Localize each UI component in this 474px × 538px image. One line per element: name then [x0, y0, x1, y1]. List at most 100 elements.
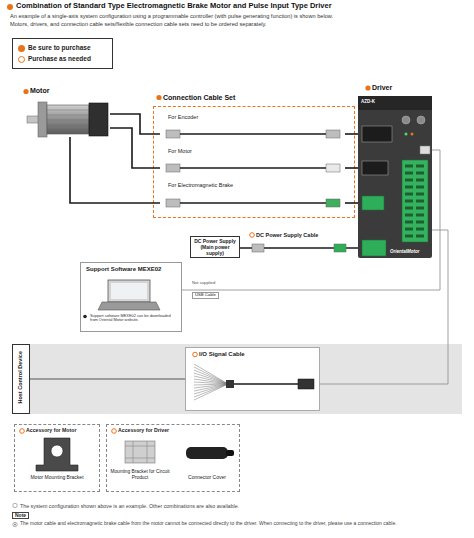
item-name: Mounting Bracket for Circuit Product	[108, 469, 172, 480]
required-mark	[23, 89, 28, 94]
box-note: Support software MEXE02 can be downloade…	[90, 314, 178, 323]
legend-text: Be sure to purchase	[28, 44, 91, 51]
laptop-screen	[108, 280, 150, 302]
cable-sleeve	[226, 380, 234, 388]
legend-swatch	[18, 45, 25, 52]
note-mark	[13, 503, 17, 507]
note-tag: Note	[12, 512, 29, 520]
io-connector	[298, 379, 314, 389]
cable-connector	[110, 114, 160, 134]
bracket-hole	[51, 445, 63, 457]
loose-wires	[194, 364, 228, 400]
legend-frame	[13, 39, 113, 69]
note-mark	[13, 522, 17, 526]
motor-body	[47, 105, 89, 134]
cable-connector	[326, 130, 340, 138]
cable-connector	[334, 244, 346, 252]
box-heading: Accessory for Motor	[26, 428, 76, 434]
motor-brake	[89, 103, 108, 136]
brake-cable	[180, 202, 326, 204]
optional-mark	[20, 429, 25, 434]
cable-connector	[326, 199, 340, 207]
motor-connector	[362, 161, 388, 175]
driver-led	[411, 133, 414, 136]
cable-set-box: Connection Cable SetFor EncoderFor Motor…	[153, 106, 355, 218]
cable-connector	[166, 164, 180, 172]
cable-connector	[252, 244, 264, 252]
optional-mark	[112, 429, 117, 434]
brand-mark: OrientalMotor	[390, 249, 420, 254]
laptop-base	[98, 302, 160, 310]
cable-connector	[70, 137, 160, 203]
power-connector	[362, 240, 386, 256]
optional-mark	[250, 233, 255, 238]
required-mark	[365, 85, 370, 90]
box-heading: I/O Signal Cable	[199, 351, 245, 358]
motor-cable	[180, 167, 326, 169]
connector-cover	[186, 447, 228, 459]
accessory-item: Connector Cover	[176, 474, 238, 486]
footnote: The system configuration shown above is …	[20, 503, 466, 509]
cable-item: For Electromagnetic Brake	[160, 180, 345, 212]
driver-led	[405, 133, 408, 136]
accessory-item: Mounting Bracket for Circuit Product	[108, 468, 172, 490]
part-heading: Driver	[372, 84, 392, 92]
cable-connector	[110, 128, 160, 168]
accessory-item: Motor Mounting Bracket	[16, 474, 98, 486]
title-text: Combination of Standard Type Electromagn…	[16, 2, 332, 11]
laptop-display	[111, 283, 147, 299]
cable-item: For Encoder	[160, 112, 345, 142]
encoder-connector	[362, 126, 392, 142]
motor-bracket	[36, 438, 78, 471]
box-heading: Accessory for Driver	[118, 428, 169, 434]
legend-ring	[18, 56, 25, 63]
note-bullet	[83, 315, 87, 319]
circuit-bracket	[125, 441, 155, 463]
supply-note: Not supplied	[192, 281, 215, 286]
motor-fins	[47, 110, 89, 130]
vertical-label: Host Control Device	[17, 351, 23, 404]
cable-connector	[166, 130, 180, 138]
io-cable	[234, 383, 298, 385]
title-bullet	[7, 4, 13, 10]
host-band	[12, 344, 462, 414]
legend-text: Purchase as needed	[28, 55, 91, 62]
footnote: The motor cable and electromagnetic brak…	[20, 521, 466, 527]
motor-shaft	[27, 116, 39, 123]
part-heading: Motor	[30, 87, 49, 95]
item-name: Connector Cover	[176, 475, 238, 481]
host-device-box: Host Control Device	[12, 344, 30, 414]
power-supply-box: DC Power Supply (Main power supply)	[190, 236, 240, 258]
box-text: DC Power Supply (Main power supply)	[191, 239, 239, 256]
intro-text: Motors, drivers, and connection cable se…	[10, 21, 470, 27]
encoder-cable	[180, 133, 326, 135]
driver-switch	[402, 116, 410, 124]
note-mark	[14, 523, 16, 525]
edge-label: USB Cable	[192, 292, 219, 299]
driver-top-band	[358, 96, 432, 110]
cable-connector	[166, 199, 180, 207]
motor-flange	[38, 102, 47, 137]
terminal-slots	[405, 166, 424, 236]
cable-name: For Electromagnetic Brake	[168, 182, 233, 188]
item-name: Motor Mounting Bracket	[16, 475, 98, 481]
cover-tab	[226, 450, 234, 456]
usb-port	[420, 146, 430, 154]
brake-connector	[362, 196, 384, 210]
cable-connector	[345, 167, 358, 169]
optional-mark	[193, 352, 198, 357]
part-heading: Connection Cable Set	[163, 94, 235, 102]
cable-connector	[30, 379, 185, 380]
box-heading: Support Software MEXE02	[86, 266, 161, 273]
cable-connector	[345, 202, 358, 204]
cable-name: For Motor	[168, 148, 192, 154]
io-terminal-block	[402, 160, 428, 242]
cable-connector	[345, 133, 358, 135]
driver-body	[358, 96, 432, 258]
cable-item: For Motor	[160, 146, 345, 176]
edge-label: DC Power Supply Cable	[256, 232, 318, 238]
